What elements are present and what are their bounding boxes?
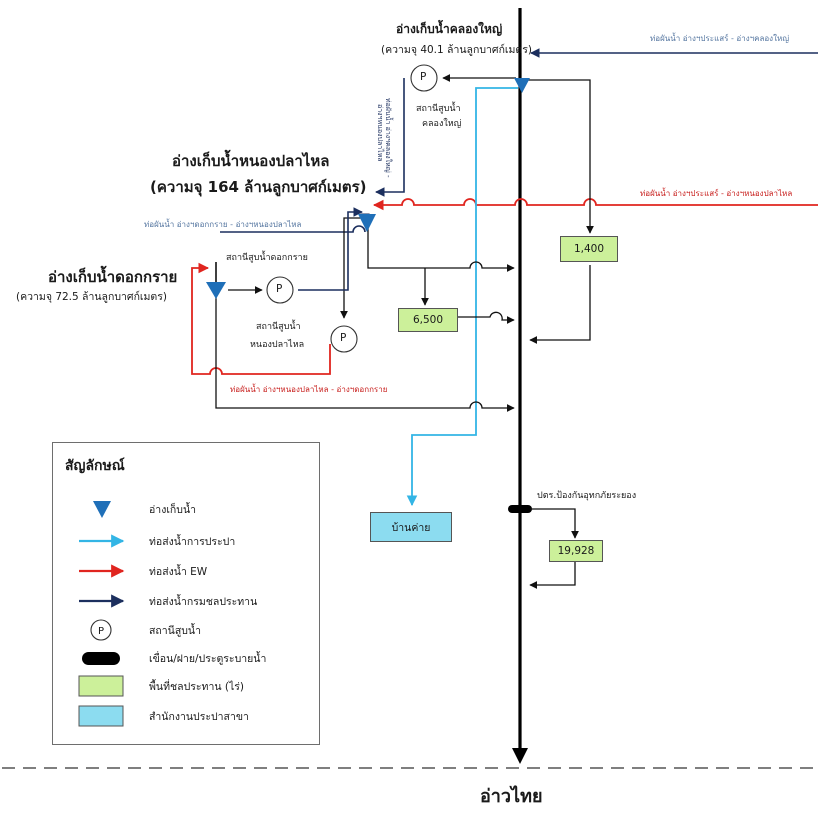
legend-label: อ่างเก็บน้ำ [149, 504, 197, 516]
flood-gate-bar [508, 505, 532, 513]
flow-gate-to-19928 [530, 508, 579, 539]
pump-nong-pla-lai-label-1: สถานีสูบน้ำ [256, 322, 301, 332]
reservoir-nong-pla-lai-name: อ่างเก็บน้ำหนองปลาไหล [172, 152, 330, 170]
flow-nong-pla-lai-to-pump [340, 217, 364, 319]
pump-dok-krai-label: สถานีสูบน้ำดอกกราย [226, 253, 308, 263]
pipe-label-vertical-a: ท่อผันน้ำ อ่างฯคลองใหญ่ - [384, 98, 392, 178]
legend-item-pump: P สถานีสูบน้ำ [53, 618, 321, 642]
branch-office-ban-khai: บ้านค่าย [370, 512, 452, 542]
legend-panel: สัญลักษณ์ อ่างเก็บน้ำ ท่อส่งน้ำการประปา … [52, 442, 320, 745]
reservoir-khlong-yai-name: อ่างเก็บน้ำคลองใหญ่ [396, 22, 503, 36]
pipe-dok-krai-nong-pla-lai [220, 225, 366, 233]
pipe-prasae-nong-pla-lai [372, 198, 818, 211]
irrigation-area-19928: 19,928 [549, 540, 603, 562]
legend-item-reservoir: อ่างเก็บน้ำ [53, 497, 321, 521]
pipe-khlong-yai-pump-to-nong-pla-lai [375, 78, 405, 197]
pump-dok-krai-symbol: P [276, 283, 283, 295]
irrigation-area-6500: 6,500 [398, 308, 458, 332]
legend-label: สถานีสูบน้ำ [149, 625, 201, 637]
reservoir-khlong-yai-icon [514, 78, 530, 93]
legend-label: สำนักงานประปาสาขา [149, 711, 249, 723]
legend-item-irrigation-pipe: ท่อส่งน้ำกรมชลประทาน [53, 589, 321, 613]
green-box-icon [78, 675, 124, 697]
reservoir-khlong-yai-capacity: (ความจุ 40.1 ล้านลูกบาศก์เมตร) [381, 44, 532, 56]
arrow-navy-icon [79, 594, 125, 608]
legend-item-waterworks-office: สำนักงานประปาสาขา [53, 704, 321, 728]
legend-label: ท่อส่งน้ำกรมชลประทาน [149, 596, 258, 608]
pump-nong-pla-lai-icon [330, 325, 358, 353]
legend-item-irrigation-area: พื้นที่ชลประทาน (ไร่) [53, 674, 321, 698]
pump-dok-krai-icon [266, 276, 294, 304]
pump-khlong-yai-symbol: P [420, 71, 427, 83]
pipe-waterworks-cyan [406, 87, 518, 507]
pipe-label-dok-krai-nong-pla-lai: ท่อผันน้ำ อ่างฯดอกกราย - อ่างฯหนองปลาไหล [144, 220, 302, 229]
reservoir-dok-krai-capacity: (ความจุ 72.5 ล้านลูกบาศก์เมตร) [16, 291, 167, 303]
legend-label: เขื่อน/ฝาย/ประตูระบายน้ำ [149, 653, 267, 665]
flow-nong-pla-lai-to-river [367, 228, 515, 272]
dam-bar-icon [82, 652, 120, 665]
flow-dok-krai-to-river [215, 292, 515, 412]
legend-item-waterworks-pipe: ท่อส่งน้ำการประปา [53, 529, 321, 553]
legend-label: ท่อส่งน้ำ EW [149, 566, 208, 578]
reservoir-dok-krai-name: อ่างเก็บน้ำดอกกราย [48, 268, 178, 286]
legend-title: สัญลักษณ์ [65, 458, 125, 474]
reservoir-triangle-icon [93, 501, 111, 518]
pipe-nong-pla-lai-to-dok-krai [191, 262, 331, 375]
sea-label: อ่าวไทย [480, 786, 543, 807]
pump-khlong-yai-icon [410, 64, 438, 92]
arrow-cyan-icon [79, 534, 125, 548]
pump-khlong-yai-label-1: สถานีสูบน้ำ [416, 104, 461, 114]
main-river-arrowhead [512, 748, 528, 764]
pipe-label-vertical-b: อ่างฯหนองปลาไหล [376, 104, 384, 162]
pump-circle-icon: P [90, 619, 112, 641]
cyan-box-icon [78, 705, 124, 727]
legend-item-ew-pipe: ท่อส่งน้ำ EW [53, 559, 321, 583]
legend-label: พื้นที่ชลประทาน (ไร่) [149, 681, 244, 693]
legend-label: ท่อส่งน้ำการประปา [149, 536, 236, 548]
flow-1400-return [529, 265, 591, 344]
flow-19928-return [529, 562, 576, 589]
pump-nong-pla-lai-symbol: P [340, 332, 347, 344]
pipe-label-nong-pla-lai-dok-krai: ท่อผันน้ำ อ่างฯหนองปลาไหล - อ่างฯดอกกราย [230, 385, 388, 394]
flow-khlong-yai-to-1400 [528, 79, 594, 234]
reservoir-nong-pla-lai-icon [358, 214, 376, 232]
reservoir-nong-pla-lai-capacity: (ความจุ 164 ล้านลูกบาศก์เมตร) [150, 178, 367, 196]
legend-item-dam: เขื่อน/ฝาย/ประตูระบายน้ำ [53, 646, 321, 670]
flow-6500-to-river [458, 311, 515, 324]
reservoir-dok-krai-icon [206, 282, 226, 299]
pipe-label-prasae-khlong-yai: ท่อผันน้ำ อ่างฯประแสร์ - อ่างฯคลองใหญ่ [650, 34, 790, 43]
pump-khlong-yai-label-2: คลองใหญ่ [422, 119, 462, 129]
pump-nong-pla-lai-label-2: หนองปลาไหล [250, 340, 305, 350]
svg-text:P: P [98, 626, 104, 637]
irrigation-area-1400: 1,400 [560, 236, 618, 262]
pipe-dok-krai-pump-to-nong-pla-lai [298, 207, 363, 291]
arrow-red-icon [79, 564, 125, 578]
pipe-label-prasae-nong-pla-lai: ท่อผันน้ำ อ่างฯประแสร์ - อ่างฯหนองปลาไหล [640, 189, 793, 198]
flood-gate-label: ปตร.ป้องกันอุทกภัยระยอง [537, 491, 637, 501]
